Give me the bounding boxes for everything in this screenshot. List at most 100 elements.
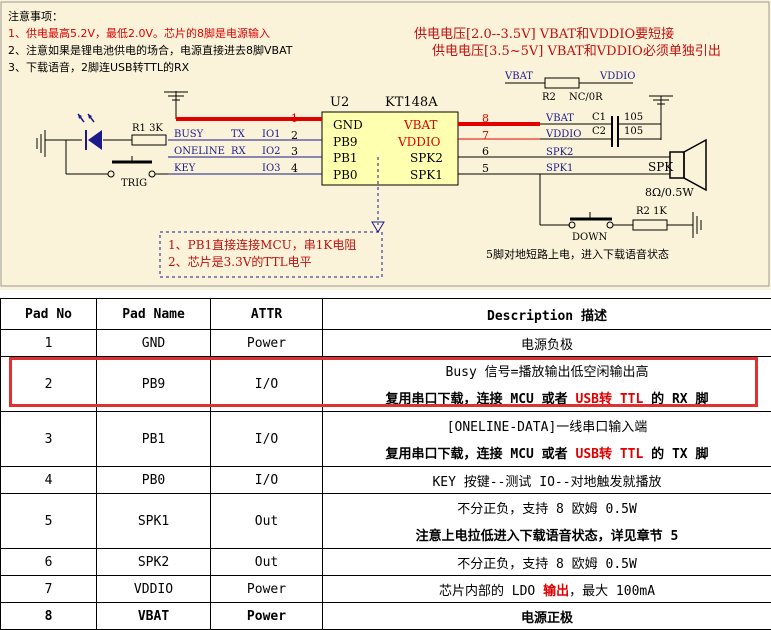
- pin-name-4: PB0: [333, 168, 358, 182]
- down-button-symbol: [569, 212, 613, 228]
- chip-ref: U2: [330, 95, 349, 110]
- down-resistor: [633, 220, 667, 230]
- net-key: KEY: [174, 163, 196, 174]
- gnd-symbol-top-right: [649, 96, 673, 140]
- cell-no: 3: [1, 412, 97, 467]
- io-2: IO2: [262, 146, 281, 157]
- net-spk2: SPK2: [546, 147, 573, 158]
- cell-attr: Power: [211, 330, 323, 357]
- table-row: 1 GND Power 电源负极: [1, 330, 771, 357]
- cell-attr: I/O: [211, 467, 323, 494]
- header-pad-name: Pad Name: [97, 299, 211, 330]
- net-spk1: SPK1: [546, 163, 573, 174]
- cell-desc-2: 复用串口下载，连接 MCU 或者 USB转 TTL 的 TX 脚: [323, 439, 771, 467]
- sig-rx: RX: [231, 146, 247, 157]
- table-row: 6 SPK2 Out 不分正负，支持 8 欧姆 0.5W: [1, 549, 771, 576]
- speaker-icon: [670, 140, 706, 190]
- net-vbat: VBAT: [545, 113, 574, 124]
- cell-attr: I/O: [211, 412, 323, 467]
- io-1: IO1: [262, 129, 281, 140]
- c2-name: C2: [592, 126, 606, 137]
- net-oneline: ONELINE: [174, 146, 225, 157]
- cell-desc: 电源负极: [323, 330, 771, 357]
- pin-name-8: VBAT: [403, 118, 438, 132]
- pin-num-3: 3: [291, 145, 298, 158]
- pin-name-1: GND: [333, 118, 363, 132]
- cell-desc: 芯片内部的 LDO 输出，最大 100mA: [323, 576, 771, 603]
- cell-no: 6: [1, 549, 97, 576]
- net-vddio: VDDIO: [545, 129, 581, 140]
- pin-name-5: SPK1: [410, 168, 443, 182]
- cell-name: SPK1: [97, 494, 211, 549]
- led-icon: [78, 114, 102, 150]
- down-label: DOWN: [572, 232, 607, 243]
- table-row: 8 VBAT Power 电源正极: [1, 603, 771, 630]
- gnd-symbol-right: [693, 212, 701, 238]
- header-pad-no: Pad No: [1, 299, 97, 330]
- cell-no: 4: [1, 467, 97, 494]
- gnd-symbol-left: [37, 130, 45, 157]
- pin-table: Pad No Pad Name ATTR Description 描述 1 GN…: [0, 298, 771, 630]
- r2-top-resistor: [545, 78, 579, 88]
- table-row: 2 PB9 I/O Busy 信号=播放输出低空闲输出高: [1, 357, 771, 385]
- table-header-row: Pad No Pad Name ATTR Description 描述: [1, 299, 771, 330]
- pin-name-7: VDDIO: [397, 135, 441, 149]
- net-busy: BUSY: [174, 129, 204, 140]
- cell-attr: Out: [211, 494, 323, 549]
- r2-right-net: VDDIO: [599, 71, 635, 82]
- pin-num-7: 7: [482, 129, 489, 142]
- c1-value: 105: [624, 112, 643, 123]
- speaker-value: 8Ω/0.5W: [645, 186, 694, 199]
- cell-name: VDDIO: [97, 576, 211, 603]
- cell-desc-2: 注意上电拉低进入下载语音状态，详见章节 5: [323, 521, 771, 549]
- pin-num-4: 4: [291, 162, 298, 175]
- c1-name: C1: [592, 112, 606, 123]
- header-description: Description 描述: [323, 299, 771, 330]
- cell-attr: I/O: [211, 357, 323, 412]
- trig-button-symbol: [108, 156, 155, 177]
- cell-desc: Busy 信号=播放输出低空闲输出高: [323, 357, 771, 385]
- table-row: 4 PB0 I/O KEY 按键--测试 IO--对地触发就播放: [1, 467, 771, 494]
- cell-no: 5: [1, 494, 97, 549]
- table-row: 7 VDDIO Power 芯片内部的 LDO 输出，最大 100mA: [1, 576, 771, 603]
- cell-attr: Power: [211, 603, 323, 630]
- cell-desc-2: 复用串口下载，连接 MCU 或者 USB转 TTL 的 RX 脚: [323, 384, 771, 412]
- pin-name-6: SPK2: [410, 151, 443, 165]
- cell-no: 2: [1, 357, 97, 412]
- cell-attr: Power: [211, 576, 323, 603]
- sig-tx: TX: [231, 129, 246, 140]
- cell-attr: Out: [211, 549, 323, 576]
- cell-name: SPK2: [97, 549, 211, 576]
- cell-name: PB9: [97, 357, 211, 412]
- down-note: 5脚对地短路上电，进入下载语音状态: [486, 247, 669, 261]
- pin-num-6: 6: [482, 145, 489, 158]
- r1-label: R1 3K: [132, 123, 163, 134]
- cell-no: 8: [1, 603, 97, 630]
- supply-note-1: 供电电压[2.0--3.5V] VBAT和VDDIO要短接: [414, 26, 674, 42]
- gnd-symbol-top-left: [164, 91, 188, 119]
- trig-label: TRIG: [121, 178, 147, 189]
- r2-left-net: VBAT: [504, 71, 533, 82]
- cell-name: PB0: [97, 467, 211, 494]
- pin-num-5: 5: [482, 162, 489, 175]
- cell-name: VBAT: [97, 603, 211, 630]
- r2-top-name: R2: [542, 92, 556, 103]
- header-attr: ATTR: [211, 299, 323, 330]
- table-row: 5 SPK1 Out 不分正负，支持 8 欧姆 0.5W: [1, 494, 771, 522]
- cell-no: 1: [1, 330, 97, 357]
- schematic-svg: 供电电压[2.0--3.5V] VBAT和VDDIO要短接 供电电压[3.5~5…: [0, 0, 771, 290]
- cell-desc: 不分正负，支持 8 欧姆 0.5W: [323, 549, 771, 576]
- box-note-2: 2、芯片是3.3V的TTL电平: [168, 254, 312, 269]
- pin-name-2: PB9: [333, 135, 358, 149]
- r1-resistor: [132, 135, 166, 145]
- pin-name-3: PB1: [333, 151, 358, 165]
- cell-desc: 不分正负，支持 8 欧姆 0.5W: [323, 494, 771, 522]
- table-row: 3 PB1 I/O [ONELINE-DATA]一线串口输入端: [1, 412, 771, 440]
- cell-desc: [ONELINE-DATA]一线串口输入端: [323, 412, 771, 440]
- cell-desc: KEY 按键--测试 IO--对地触发就播放: [323, 467, 771, 494]
- schematic-diagram: 注意事项： 1、供电最高5.2V，最低2.0V。芯片的8脚是电源输入 2、注意如…: [0, 0, 771, 290]
- cell-name: PB1: [97, 412, 211, 467]
- cell-name: GND: [97, 330, 211, 357]
- supply-note-2: 供电电压[3.5~5V] VBAT和VDDIO必须单独引出: [432, 44, 721, 59]
- cell-no: 7: [1, 576, 97, 603]
